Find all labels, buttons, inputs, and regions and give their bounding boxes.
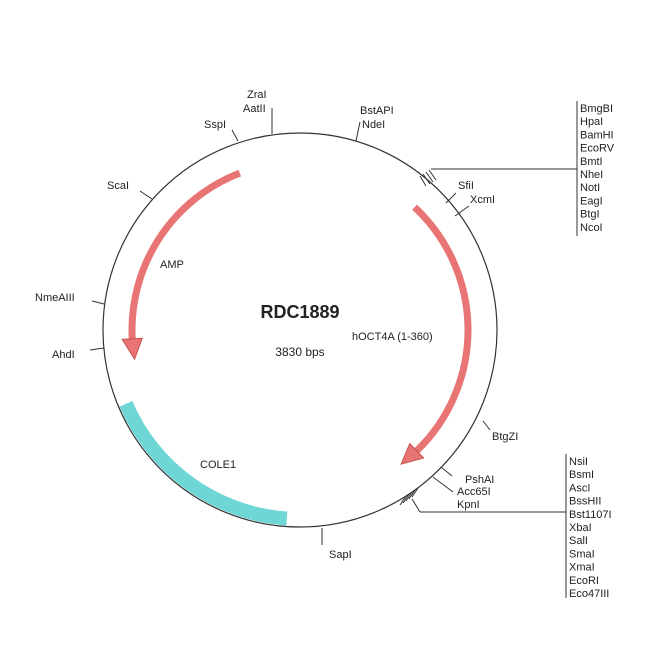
site-xcmi[interactable]: XcmI: [470, 194, 495, 206]
site-acc65i[interactable]: Acc65I: [457, 486, 491, 498]
site-scai[interactable]: ScaI: [107, 180, 129, 192]
site-ndei[interactable]: NdeI: [362, 119, 385, 131]
mcs-site[interactable]: NsiI: [569, 456, 588, 468]
site-ticks: [89, 101, 578, 598]
site-aatii[interactable]: AatII: [243, 103, 266, 115]
mcs-site[interactable]: BmtI: [580, 156, 603, 168]
plasmid-name: RDC1889: [260, 302, 339, 322]
site-ahdi[interactable]: AhdI: [52, 349, 75, 361]
mcs-site[interactable]: EcoRV: [580, 143, 615, 155]
site-kpni[interactable]: KpnI: [457, 499, 480, 511]
mcs-site[interactable]: BmgBI: [580, 103, 613, 115]
mcs-site[interactable]: AscI: [569, 482, 590, 494]
mcs-site[interactable]: NheI: [580, 169, 603, 181]
mcs-site[interactable]: BssHII: [569, 496, 601, 508]
mcs-site[interactable]: NotI: [580, 182, 600, 194]
mcs-site[interactable]: Bst1107I: [569, 509, 612, 521]
site-nmeaiii[interactable]: NmeAIII: [35, 292, 75, 304]
plasmid-size: 3830 bps: [275, 345, 324, 359]
site-zrai[interactable]: ZraI: [247, 89, 267, 101]
mcs-site[interactable]: BtgI: [580, 209, 600, 221]
mcs-site[interactable]: XbaI: [569, 522, 592, 534]
feature-label-amp: AMP: [160, 259, 184, 271]
site-sfii[interactable]: SfiI: [458, 180, 474, 192]
mcs-site[interactable]: BamHI: [580, 129, 614, 141]
feature-amp-arrowhead: [121, 337, 143, 361]
mcs-site[interactable]: EcoRI: [569, 575, 599, 587]
feature-label-cole1: COLE1: [200, 459, 236, 471]
feature-hoct4a-arrowhead: [400, 442, 425, 465]
mcs-site[interactable]: EagI: [580, 195, 603, 207]
feature-amp-arrow[interactable]: [128, 169, 242, 339]
mcs-site[interactable]: XmaI: [569, 562, 595, 574]
mcs-site[interactable]: NcoI: [580, 222, 603, 234]
mcs-site[interactable]: HpaI: [580, 116, 603, 128]
site-btgzi[interactable]: BtgZI: [492, 431, 518, 443]
site-sapi[interactable]: SapI: [329, 549, 352, 561]
feature-hoct4a-arrow[interactable]: [412, 204, 472, 454]
mcs-site[interactable]: BsmI: [569, 469, 594, 481]
site-bstapi[interactable]: BstAPI: [360, 105, 394, 117]
mcs-site[interactable]: Eco47III: [569, 588, 609, 600]
site-sspi[interactable]: SspI: [204, 119, 226, 131]
feature-cole1-origin[interactable]: [119, 401, 288, 526]
plasmid-backbone: [102, 132, 498, 528]
feature-label-hoct4a: hOCT4A (1-360): [352, 331, 433, 343]
site-pshai[interactable]: PshAI: [465, 474, 494, 486]
mcs-site[interactable]: SalI: [569, 535, 588, 547]
mcs-site[interactable]: SmaI: [569, 548, 595, 560]
